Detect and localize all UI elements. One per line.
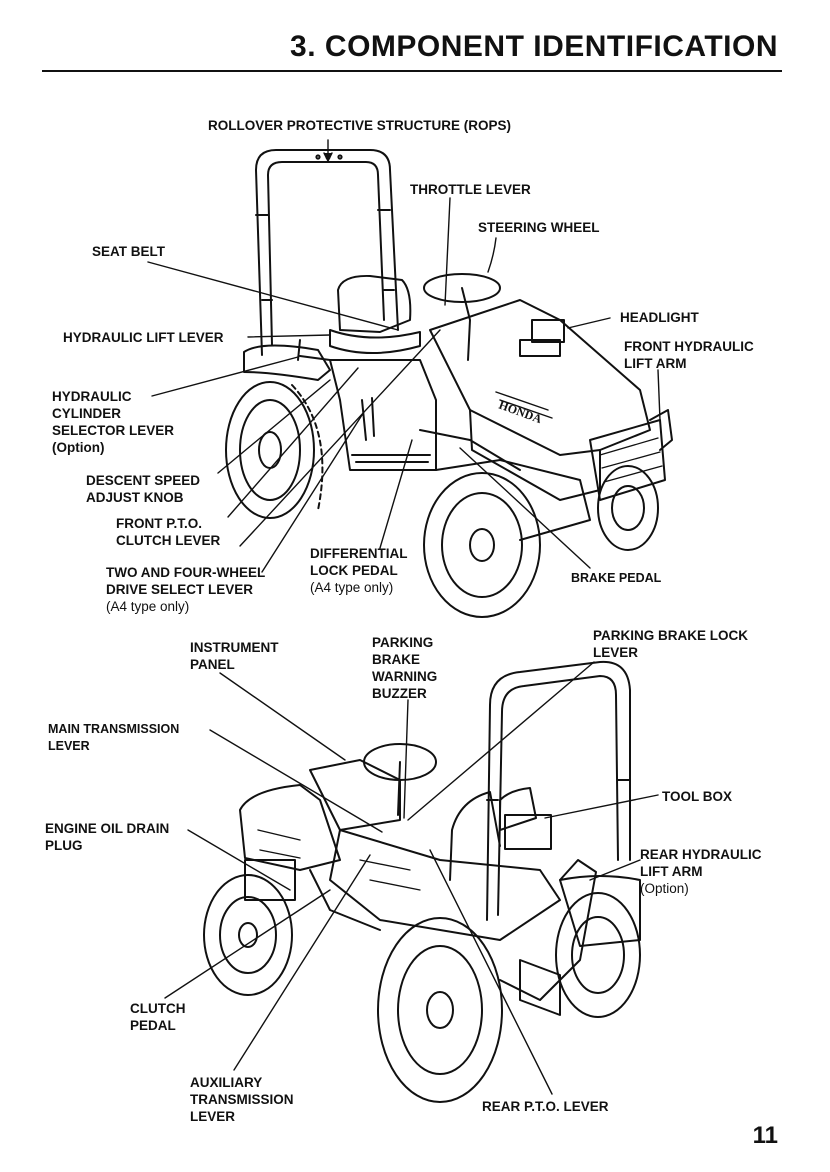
label-main-transmission-lever: MAIN TRANSMISSION LEVER [48,721,179,755]
label-line: INSTRUMENT [190,640,279,655]
label-line: (Option) [640,881,689,896]
label-line: DESCENT SPEED [86,473,201,488]
label-line: CLUTCH [130,1001,186,1016]
label-headlight: HEADLIGHT [620,310,699,325]
label-line: PARKING [372,635,434,650]
front-hydraulic-lift-arm [650,410,672,450]
label-line: TWO AND FOUR-WHEEL [106,565,266,580]
label-differential-lock-pedal: DIFFERENTIAL LOCK PEDAL (A4 type only) [310,545,408,596]
hood-logo: HONDA [497,398,544,427]
label-instrument-panel: INSTRUMENT PANEL [190,639,279,673]
leader-lines [148,140,660,1094]
page-title: 3. COMPONENT IDENTIFICATION [290,30,778,63]
rops-frame [256,150,398,355]
rear-fender-right [560,876,640,946]
label-clutch-pedal: CLUTCH PEDAL [130,1000,186,1034]
label-line: (Option) [52,440,105,455]
steering-wheel [424,274,500,302]
label-engine-oil-drain-plug: ENGINE OIL DRAIN PLUG [45,820,169,854]
headlight [532,320,564,342]
label-line: LEVER [48,739,90,753]
label-line: PLUG [45,838,83,853]
rear-wheel-large [378,918,502,1102]
bottom-tractor-illustration [204,662,640,1102]
label-tool-box: TOOL BOX [662,789,733,804]
front-wheel-small [204,875,292,995]
rear-seat [450,792,500,880]
page-number: 11 [752,1122,778,1149]
label-line: CLUTCH LEVER [116,533,221,548]
chassis [436,460,590,540]
label-hydraulic-lift-lever: HYDRAULIC LIFT LEVER [63,330,224,345]
label-line: LIFT ARM [640,864,703,879]
dash [310,760,400,830]
label-line: LOCK PEDAL [310,563,398,578]
label-line: AUXILIARY [190,1075,263,1090]
label-line: HYDRAULIC [52,389,132,404]
label-hydraulic-cylinder-selector: HYDRAULIC CYLINDER SELECTOR LEVER (Optio… [52,388,174,456]
tool-box [505,815,551,849]
rear-fender [244,345,330,380]
front-right-wheel [598,466,658,550]
rear-hydraulic-lift-arm [500,860,596,1000]
label-line: DRIVE SELECT LEVER [106,582,254,597]
label-line: REAR HYDRAULIC [640,847,762,862]
label-line: PARKING BRAKE LOCK [593,628,748,643]
label-line: FRONT HYDRAULIC [624,339,754,354]
label-line: (A4 type only) [106,599,190,614]
label-line: (A4 type only) [310,580,394,595]
label-line: ENGINE OIL DRAIN [45,821,170,836]
label-descent-speed-knob: DESCENT SPEED ADJUST KNOB [86,472,200,506]
rops-frame-rear [487,662,630,920]
operator-platform [330,360,436,470]
label-throttle-lever: THROTTLE LEVER [410,182,531,197]
label-line: MAIN TRANSMISSION [48,722,180,736]
label-front-hydraulic-lift-arm: FRONT HYDRAULIC LIFT ARM [624,338,754,372]
front-hood [240,785,340,870]
label-front-pto-clutch: FRONT P.T.O. CLUTCH LEVER [116,515,220,549]
label-seat-belt: SEAT BELT [92,244,165,259]
seat [338,276,410,332]
label-line: FRONT P.T.O. [116,516,203,531]
label-line: TRANSMISSION [190,1092,294,1107]
label-two-four-wheel-drive: TWO AND FOUR-WHEEL DRIVE SELECT LEVER (A… [106,564,265,615]
label-brake-pedal: BRAKE PEDAL [571,571,662,585]
label-auxiliary-transmission-lever: AUXILIARY TRANSMISSION LEVER [190,1074,294,1125]
front-grille [590,420,665,500]
label-line: LEVER [190,1109,236,1124]
label-line: PANEL [190,657,235,672]
title-rule [42,70,782,72]
label-parking-brake-lock-lever: PARKING BRAKE LOCK LEVER [593,627,748,661]
label-rear-hydraulic-lift-arm: REAR HYDRAULIC LIFT ARM (Option) [640,846,762,897]
label-parking-brake-buzzer: PARKING BRAKE WARNING BUZZER [372,634,437,702]
label-rops: ROLLOVER PROTECTIVE STRUCTURE (ROPS) [208,118,512,133]
label-line: WARNING [372,669,438,684]
label-line: BUZZER [372,686,427,701]
label-line: BRAKE [372,652,421,667]
rear-right-wheel [556,893,640,1017]
label-line: DIFFERENTIAL [310,546,408,561]
label-line: LEVER [593,645,639,660]
top-tractor-illustration: HONDA [226,150,672,617]
label-rear-pto-lever: REAR P.T.O. LEVER [482,1099,609,1114]
label-steering-wheel: STEERING WHEEL [478,220,600,235]
label-line: LIFT ARM [624,356,687,371]
rear-left-wheel [226,382,314,518]
label-line: PEDAL [130,1018,176,1033]
hood [430,300,650,455]
front-left-wheel [424,473,540,617]
label-line: ADJUST KNOB [86,490,184,505]
label-line: SELECTOR LEVER [52,423,175,438]
label-line: CYLINDER [52,406,122,421]
